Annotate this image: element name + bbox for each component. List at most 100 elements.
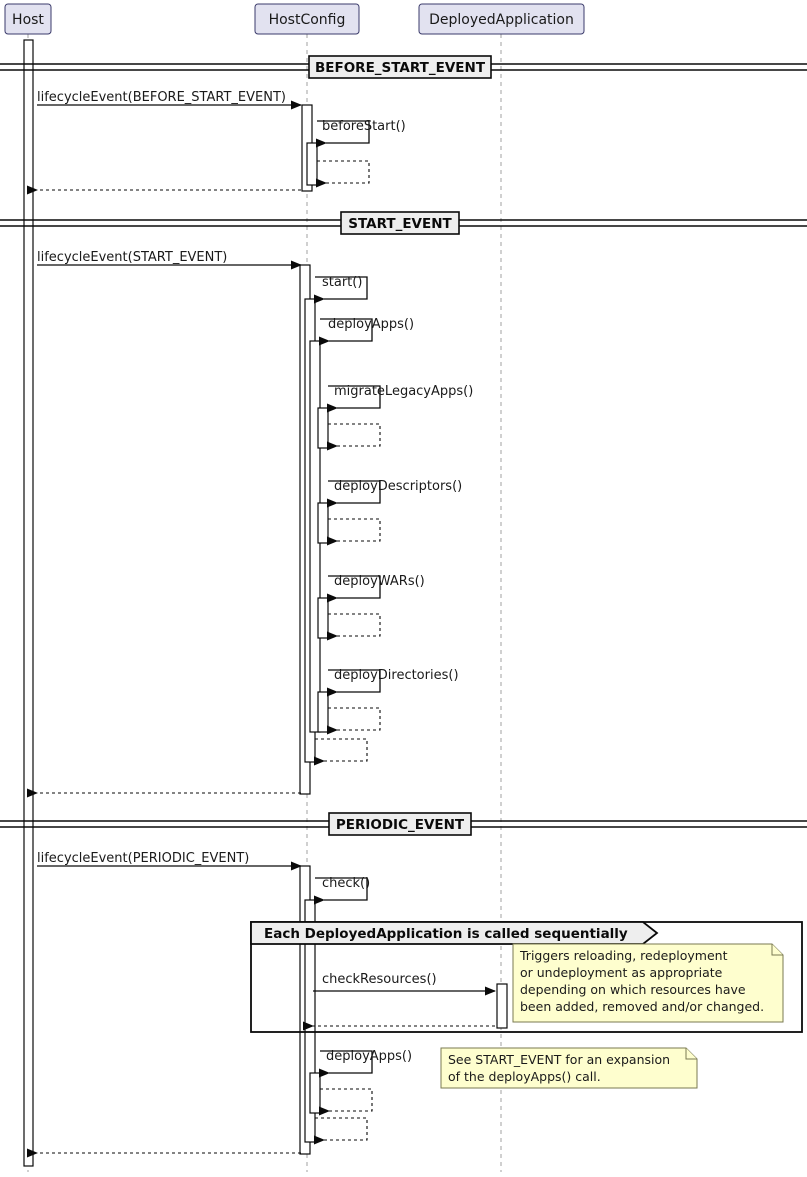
divider-before-start-event: BEFORE_START_EVENT [0,55,807,79]
self-return-arrow [314,1117,368,1145]
groups-layer: Each DeployedApplication is called seque… [250,921,803,1033]
participant-hostconfig[interactable]: HostConfig [254,3,360,35]
message-m8: migrateLegacyApps() [327,384,473,413]
message-m19: check() [314,876,370,905]
message-label: beforeStart() [322,119,406,134]
note-line: Triggers reloading, redeployment [519,948,728,963]
note-line: See START_EVENT for an expansion [448,1052,670,1067]
message-m9 [327,423,381,451]
message-m5: lifecycleEvent(START_EVENT) [37,250,302,270]
check-resources-note: Triggers reloading, redeployment or undep… [512,943,784,1023]
self-return-arrow [314,738,368,766]
hostconfig-act-pe-1 [304,899,316,1143]
self-call-arrow [314,877,368,905]
self-return-arrow [327,707,381,735]
hostconfig-act-se-3a [317,407,329,449]
message-label: deployApps() [328,317,414,332]
message-m11 [327,518,381,546]
participant-label: Host [12,12,44,28]
self-return-arrow [316,160,370,188]
message-label: deployDescriptors() [334,479,462,494]
message-label: deployDirectories() [334,668,459,683]
hostconfig-act-bs-1 [306,142,318,186]
message-m23 [319,1088,373,1116]
self-return-arrow [327,613,381,641]
group-header-tab [250,921,659,945]
hostconfig-act-se-3b [317,502,329,544]
self-call-arrow [319,1050,373,1078]
participant-deployedapplication[interactable]: DeployedApplication [418,3,585,35]
activations-layer [23,39,508,1167]
message-m1: lifecycleEvent(BEFORE_START_EVENT) [37,90,302,110]
participants-layer: Host HostConfig DeployedApplication [4,3,585,35]
self-call-arrow [327,385,381,413]
message-label: check() [322,876,370,891]
message-m16 [314,738,368,766]
message-m7: deployApps() [319,317,414,346]
hostconfig-act-se-3c [317,597,329,639]
message-label: lifecycleEvent(START_EVENT) [37,250,227,265]
deployedapp-activation [496,983,508,1029]
self-call-arrow [319,318,373,346]
message-m20: checkResources() [313,972,496,996]
divider-start-event: START_EVENT [0,211,807,235]
self-call-arrow [316,120,370,148]
divider-label: START_EVENT [348,216,452,232]
hostconfig-act-se-3d [317,691,329,733]
message-m10: deployDescriptors() [327,479,462,508]
note-body [512,943,784,1023]
hostconfig-act-pe-2 [309,1072,321,1114]
note-line: been added, removed and/or changed. [520,999,764,1014]
participant-label: HostConfig [269,12,346,28]
message-label: migrateLegacyApps() [334,384,473,399]
divider-label: PERIODIC_EVENT [336,817,465,833]
self-call-arrow [327,575,381,603]
note-fold-corner [685,1048,697,1060]
message-label: checkResources() [322,972,437,987]
message-label: lifecycleEvent(BEFORE_START_EVENT) [37,90,286,105]
message-m14: deployDirectories() [327,668,459,697]
self-call-arrow [314,276,368,304]
participant-box[interactable] [4,3,52,35]
message-m22: deployApps() [319,1049,412,1078]
dividers-layer: BEFORE_START_EVENT START_EVENT PERIODIC_EV… [0,55,807,836]
notes-layer: Triggers reloading, redeployment or undep… [440,943,784,1089]
self-return-arrow [327,518,381,546]
self-return-arrow [319,1088,373,1116]
divider-box [308,55,492,79]
message-m3 [316,160,370,188]
message-m13 [327,613,381,641]
host-activation [23,39,34,1167]
self-call-arrow [327,669,381,697]
message-label: deployApps() [326,1049,412,1064]
message-m24 [314,1117,368,1145]
message-m2: beforeStart() [316,119,406,148]
participant-host[interactable]: Host [4,3,52,35]
messages-layer: lifecycleEvent(BEFORE_START_EVENT)before… [27,90,496,1158]
participant-box[interactable] [418,3,585,35]
group-label: Each DeployedApplication is called seque… [264,926,628,942]
self-call-arrow [327,480,381,508]
note-line: of the deployApps() call. [448,1069,601,1084]
divider-label: BEFORE_START_EVENT [315,60,486,76]
each-deployed-application-group: Each DeployedApplication is called seque… [250,921,803,1033]
divider-box [340,211,460,235]
participant-box[interactable] [254,3,360,35]
divider-box [328,812,472,836]
message-m12: deployWARs() [327,574,425,603]
note-line: or undeployment as appropriate [520,965,723,980]
note-fold-corner [771,944,783,956]
deploy-apps-note: See START_EVENT for an expansion of the d… [440,1047,698,1089]
message-label: lifecycleEvent(PERIODIC_EVENT) [37,851,249,866]
self-return-arrow [327,423,381,451]
message-m6: start() [314,275,368,304]
message-label: start() [322,275,362,290]
note-line: depending on which resources have [520,982,746,997]
note-body [440,1047,698,1089]
message-m15 [327,707,381,735]
participant-label: DeployedApplication [429,12,574,28]
divider-periodic-event: PERIODIC_EVENT [0,812,807,836]
lifelines-layer [27,34,502,1172]
